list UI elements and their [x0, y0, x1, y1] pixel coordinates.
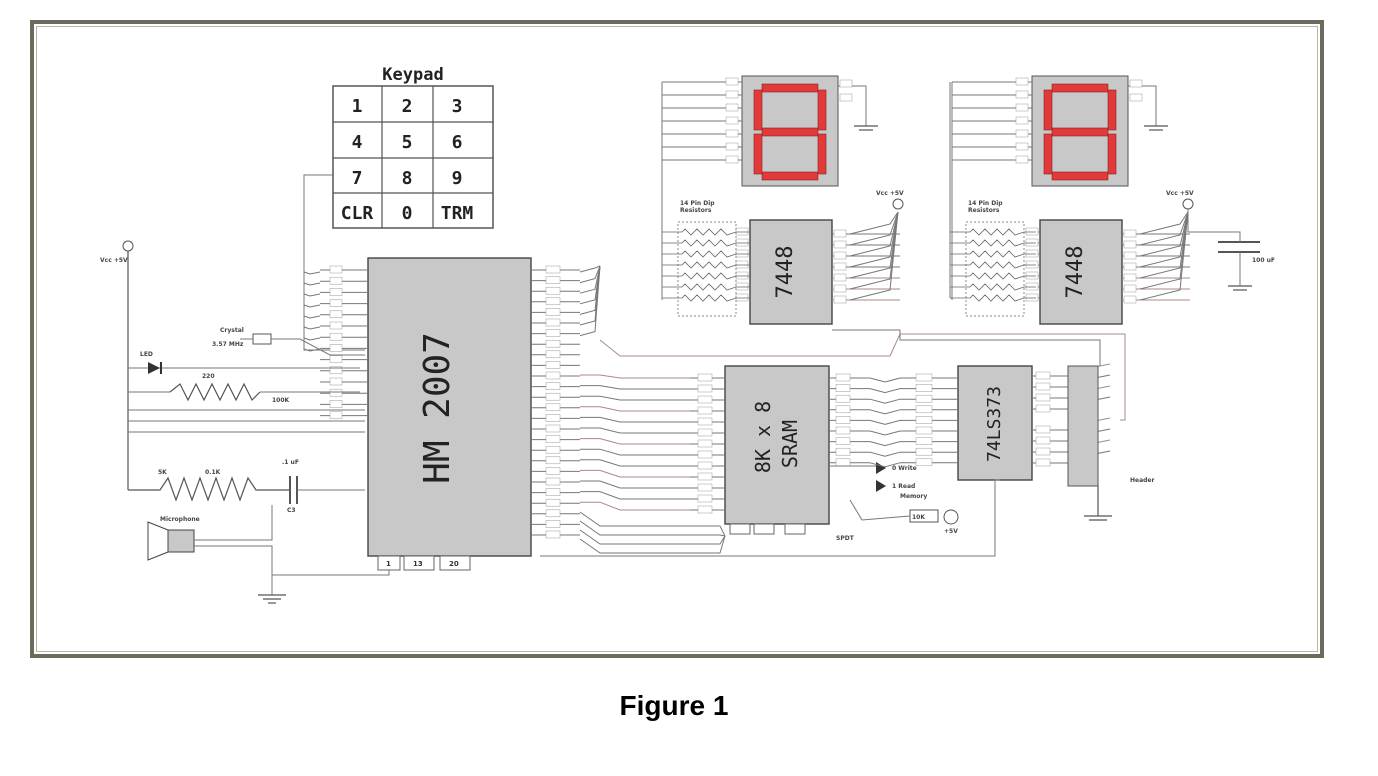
svg-text:0 Write: 0 Write [892, 465, 917, 472]
keypad-key-2: 2 [402, 96, 413, 117]
svg-text:Header: Header [1130, 477, 1155, 484]
keypad-key-0: 0 [402, 203, 413, 224]
sram-label-2: SRAM [778, 420, 802, 468]
svg-text:Vcc +5V: Vcc +5V [100, 257, 128, 264]
keypad-key-7: 7 [352, 168, 363, 189]
svg-text:.1 uF: .1 uF [282, 459, 299, 466]
sram-label-1: 8K x 8 [751, 401, 775, 473]
keypad-key-9: 9 [452, 168, 463, 189]
figure-caption: Figure 1 [619, 690, 729, 721]
decoder-label-right: 7448 [1063, 246, 1088, 299]
keypad-key-clr: CLR [341, 203, 374, 224]
hm2007-chip [367, 257, 532, 557]
svg-text:13: 13 [413, 560, 423, 568]
svg-text:5K: 5K [158, 469, 167, 476]
svg-text:SPDT: SPDT [836, 535, 855, 542]
keypad-key-1: 1 [352, 96, 363, 117]
svg-text:220: 220 [202, 373, 215, 380]
sram-chip [724, 365, 830, 525]
svg-text:3.57 MHz: 3.57 MHz [212, 341, 244, 348]
svg-text:14 Pin Dip: 14 Pin Dip [968, 200, 1003, 207]
svg-text:C3: C3 [287, 507, 296, 514]
svg-text:0.1K: 0.1K [205, 469, 221, 476]
svg-text:Resistors: Resistors [680, 207, 712, 214]
connector-block [1067, 365, 1099, 487]
decoder-label-left: 7448 [773, 246, 798, 299]
keypad-key-8: 8 [402, 168, 413, 189]
svg-text:10K: 10K [912, 514, 925, 521]
svg-text:Crystal: Crystal [220, 327, 244, 334]
keypad-key-3: 3 [452, 96, 463, 117]
svg-text:1 Read: 1 Read [892, 483, 915, 490]
svg-text:Microphone: Microphone [160, 516, 200, 523]
keypad-key-trm: TRM [441, 203, 474, 224]
hm2007-label: HM 2007 [417, 332, 458, 484]
decoder-chip-left [749, 219, 833, 325]
keypad-key-4: 4 [352, 132, 363, 153]
keypad-title: Keypad [382, 65, 443, 85]
seven-segment-display-right [951, 75, 1168, 300]
svg-text:100 uF: 100 uF [1252, 257, 1275, 264]
svg-text:100K: 100K [272, 397, 290, 404]
seven-segment-display-left [661, 75, 878, 300]
keypad-key-5: 5 [402, 132, 413, 153]
svg-text:Resistors: Resistors [968, 207, 1000, 214]
latch-chip [957, 365, 1033, 481]
svg-text:LED: LED [140, 351, 153, 358]
keypad-key-6: 6 [452, 132, 463, 153]
svg-text:14 Pin Dip: 14 Pin Dip [680, 200, 715, 207]
latch-label: 74LS373 [984, 386, 1005, 462]
svg-text:+5V: +5V [944, 528, 958, 535]
svg-text:1: 1 [386, 560, 391, 568]
decoder-chip-right [1039, 219, 1123, 325]
svg-text:Vcc +5V: Vcc +5V [876, 190, 904, 197]
svg-text:Memory: Memory [900, 493, 927, 500]
svg-text:Vcc +5V: Vcc +5V [1166, 190, 1194, 197]
svg-text:20: 20 [449, 560, 459, 568]
